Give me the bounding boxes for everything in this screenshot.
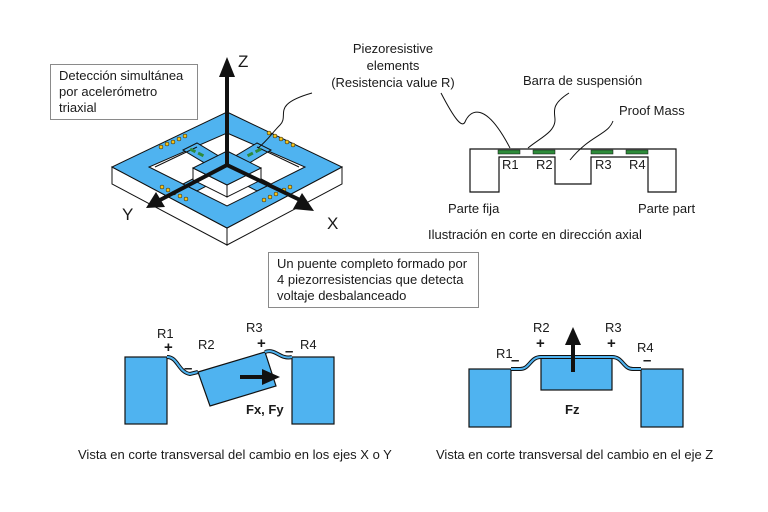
z-r4-label: R4 xyxy=(637,340,654,355)
x-axis-line xyxy=(226,163,301,202)
x-axis-label: X xyxy=(327,214,339,233)
suspension-bar-leader xyxy=(527,92,570,149)
z-r3-sign: + xyxy=(607,335,616,352)
resistor-r3-pad xyxy=(590,149,614,155)
xy-r3-label: R3 xyxy=(246,320,263,335)
xy-r2-label: R2 xyxy=(198,337,215,352)
force-z-label: Fz xyxy=(565,402,580,417)
beam-right-deflected-fill xyxy=(264,350,293,359)
z-axis-label: Z xyxy=(238,52,249,71)
piezo-r1-leader xyxy=(440,92,511,149)
fixed-part-right-label: Parte part xyxy=(638,201,696,216)
piezo-resistor xyxy=(197,151,205,158)
xy-r1-sign: + xyxy=(164,339,173,356)
triaxial-box-line-1: Detección simultánea xyxy=(59,68,184,83)
z-section-caption: Vista en corte transversal del cambio en… xyxy=(436,447,714,462)
xy-r4-label: R4 xyxy=(300,337,317,352)
z-r2-label: R2 xyxy=(533,320,550,335)
y-axis-arrowhead xyxy=(146,192,165,208)
xy-r2-sign: – xyxy=(184,360,193,377)
piezo-leader-line xyxy=(257,92,313,149)
fixed-block-right xyxy=(291,356,335,425)
proof-mass-leader xyxy=(569,120,614,161)
y-axis-label: Y xyxy=(122,205,134,224)
piezo-resistor xyxy=(189,147,197,154)
force-z-arrowhead xyxy=(565,327,581,345)
z-r2-sign: + xyxy=(536,335,545,352)
xy-section-caption: Vista en corte transversal del cambio en… xyxy=(78,447,392,462)
force-xy-label: Fx, Fy xyxy=(246,402,284,417)
z-r3-label: R3 xyxy=(605,320,622,335)
axial-section-outline xyxy=(469,148,677,193)
piezo-label-line-1: Piezoresistive xyxy=(352,41,434,56)
triaxial-box-line-2: por acelerómetro triaxial xyxy=(59,84,158,115)
force-xy-arrowhead xyxy=(262,369,280,385)
resistor-r2-label: R2 xyxy=(536,157,553,172)
proof-mass-top xyxy=(191,150,263,186)
xy-r1-label: R1 xyxy=(157,326,174,341)
piezo-resistor xyxy=(254,147,262,154)
z-r4-sign: – xyxy=(643,352,652,369)
suspension-bar-label: Barra de suspensión xyxy=(523,73,643,88)
beam-raised-fill xyxy=(511,356,641,370)
z-axis-arrowhead xyxy=(219,57,235,77)
piezo-resistor xyxy=(246,151,254,158)
resistor-r4-pad xyxy=(625,149,649,155)
resistor-r1-pad xyxy=(497,149,521,155)
fixed-block-left-z xyxy=(468,368,512,428)
proof-mass-label: Proof Mass xyxy=(619,103,685,118)
xy-r3-sign: + xyxy=(257,335,266,352)
piezo-label-line-2: elements xyxy=(366,58,420,73)
full-bridge-box: Un puente completo formado por 4 piezorr… xyxy=(268,252,479,308)
resistor-r3-label: R3 xyxy=(595,157,612,172)
resistor-r1-label: R1 xyxy=(502,157,519,172)
bridge-box-line-3: voltaje desbalanceado xyxy=(277,288,407,303)
fixed-block-right-z xyxy=(640,368,684,428)
proof-mass-tilted xyxy=(197,351,277,407)
triaxial-detection-box: Detección simultánea por acelerómetro tr… xyxy=(50,64,198,120)
fixed-part-left-label: Parte fija xyxy=(448,201,500,216)
x-axis-arrowhead xyxy=(293,193,314,211)
resistor-r4-label: R4 xyxy=(629,157,646,172)
fixed-block-left xyxy=(124,356,168,425)
beam-left-deflected-fill xyxy=(166,356,199,376)
proof-mass-raised xyxy=(540,356,613,391)
bridge-box-line-2: 4 piezorresistencias que detecta xyxy=(277,272,464,287)
xy-r4-sign: – xyxy=(285,343,294,360)
axial-section-caption: Ilustración en corte en dirección axial xyxy=(428,227,642,242)
resistor-r2-pad xyxy=(532,149,556,155)
z-r1-sign: – xyxy=(511,352,520,369)
z-r1-label: R1 xyxy=(496,346,513,361)
piezo-label-line-3: (Resistencia value R) xyxy=(331,75,455,90)
y-axis-line xyxy=(159,163,228,202)
piezo-elements-label: Piezoresistive elements (Resistencia val… xyxy=(318,40,468,91)
bridge-box-line-1: Un puente completo formado por xyxy=(277,256,468,271)
